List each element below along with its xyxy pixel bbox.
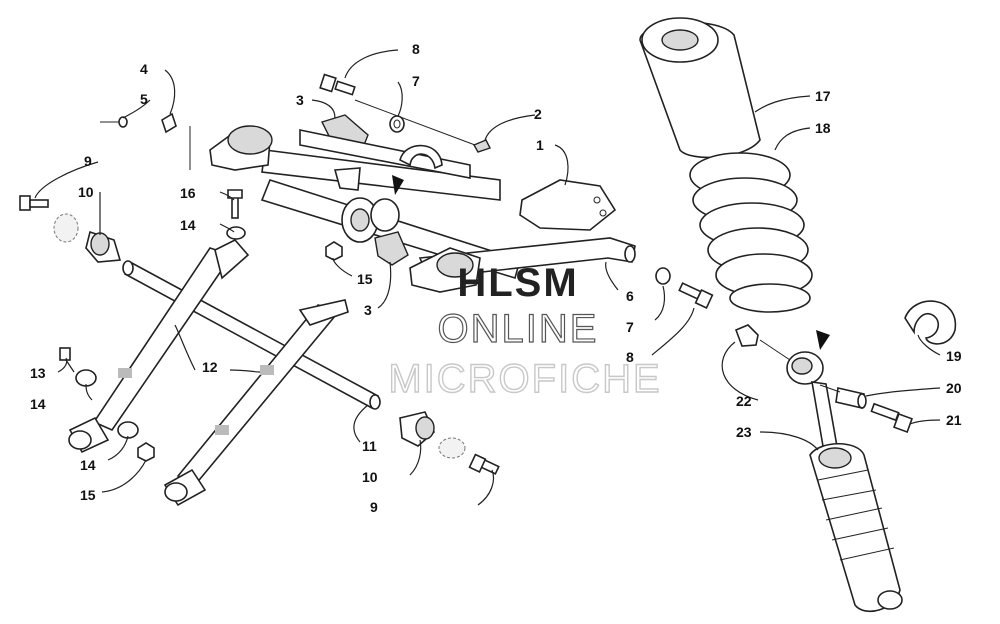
callout-21: 21 [946, 412, 962, 428]
lower-arm-assembly [19, 195, 500, 507]
leader-lines [34, 49, 941, 506]
watermark-line-1: HLSM [457, 261, 578, 305]
callout-14-left: 14 [30, 396, 46, 412]
callout-15-top: 15 [357, 271, 373, 287]
callout-14-bottom: 14 [80, 457, 96, 473]
callout-15-bottom: 15 [80, 487, 96, 503]
callout-12: 12 [202, 359, 218, 375]
callout-4: 4 [140, 61, 148, 77]
callout-14-top: 14 [180, 217, 196, 233]
callout-23: 23 [736, 424, 752, 440]
callout-10-bottom: 10 [362, 469, 378, 485]
rear-arm-assembly [100, 73, 714, 309]
watermark-line-2: ONLINE [438, 307, 599, 351]
callout-3-top: 3 [296, 92, 304, 108]
callout-2: 2 [534, 106, 542, 122]
callout-7-bottom: 7 [626, 319, 634, 335]
callout-5: 5 [140, 91, 148, 107]
callout-20: 20 [946, 380, 962, 396]
callout-16: 16 [180, 185, 196, 201]
watermark-line-3: MICROFICHE [388, 357, 661, 401]
callout-7-top: 7 [412, 73, 420, 89]
callout-13: 13 [30, 365, 46, 381]
callout-6: 6 [626, 288, 634, 304]
callout-18: 18 [815, 120, 831, 136]
callout-22: 22 [736, 393, 752, 409]
watermark: HLSM ONLINE MICROFICHE [388, 261, 661, 402]
callout-9-top: 9 [84, 153, 92, 169]
callout-8-top: 8 [412, 41, 420, 57]
callout-labels: 1 2 3 3 4 5 6 7 7 8 8 9 9 10 10 11 12 13… [30, 41, 962, 515]
shock-assembly [639, 17, 956, 613]
callout-8-bottom: 8 [626, 349, 634, 365]
callout-1: 1 [536, 137, 544, 153]
callout-9-bottom: 9 [370, 499, 378, 515]
callout-11: 11 [362, 438, 377, 454]
callout-17: 17 [815, 88, 831, 104]
callout-10-top: 10 [78, 184, 94, 200]
callout-3-bottom: 3 [364, 302, 372, 318]
callout-19: 19 [946, 348, 962, 364]
